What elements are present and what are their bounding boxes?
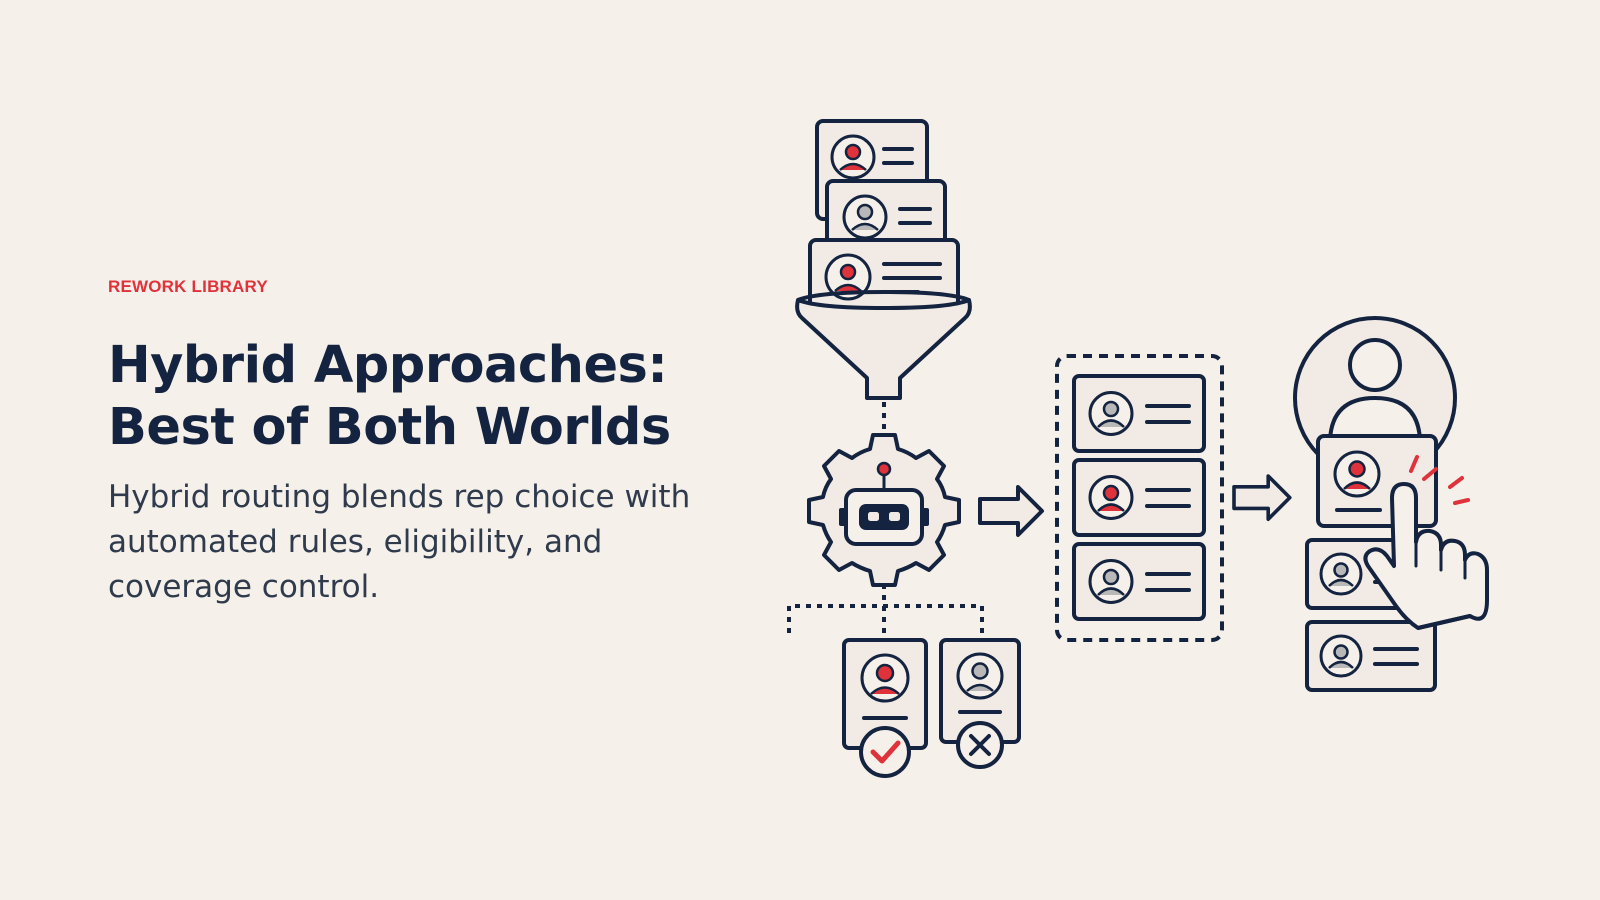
- title-line-2: Best of Both Worlds: [108, 398, 671, 457]
- subtitle: Hybrid routing blends rep choice with au…: [108, 479, 691, 605]
- profile-card-icon: [1316, 434, 1438, 528]
- ineligible-card-icon: [939, 638, 1021, 769]
- profile-card-icon: [1072, 458, 1206, 537]
- profile-card-icon: [1072, 542, 1206, 621]
- funnel-icon: [795, 119, 972, 400]
- arrow-right-icon: [1232, 474, 1292, 522]
- page-title: Hybrid Approaches: Best of Both Worlds: [108, 335, 708, 459]
- profile-card-icon: [808, 238, 960, 314]
- arrow-right-icon: [978, 485, 1044, 537]
- rep-choice-stage: [1293, 316, 1489, 692]
- click-spark-icon: [1409, 455, 1470, 505]
- pointing-hand-icon: [1363, 482, 1489, 630]
- text-block: REWORK LIBRARY Hybrid Approaches: Best o…: [108, 277, 708, 610]
- x-mark-icon: [956, 721, 1004, 769]
- profile-card-icon: [1072, 374, 1206, 453]
- checkmark-icon: [859, 726, 911, 778]
- eligibility-branch: [787, 584, 1021, 778]
- robot-gear-icon: [807, 433, 961, 587]
- title-line-1: Hybrid Approaches:: [108, 336, 668, 395]
- eligible-card-icon: [842, 638, 928, 778]
- profile-card-icon: [1305, 620, 1437, 692]
- eligible-rep-list: [1055, 354, 1224, 642]
- eyebrow-label: REWORK LIBRARY: [108, 277, 268, 296]
